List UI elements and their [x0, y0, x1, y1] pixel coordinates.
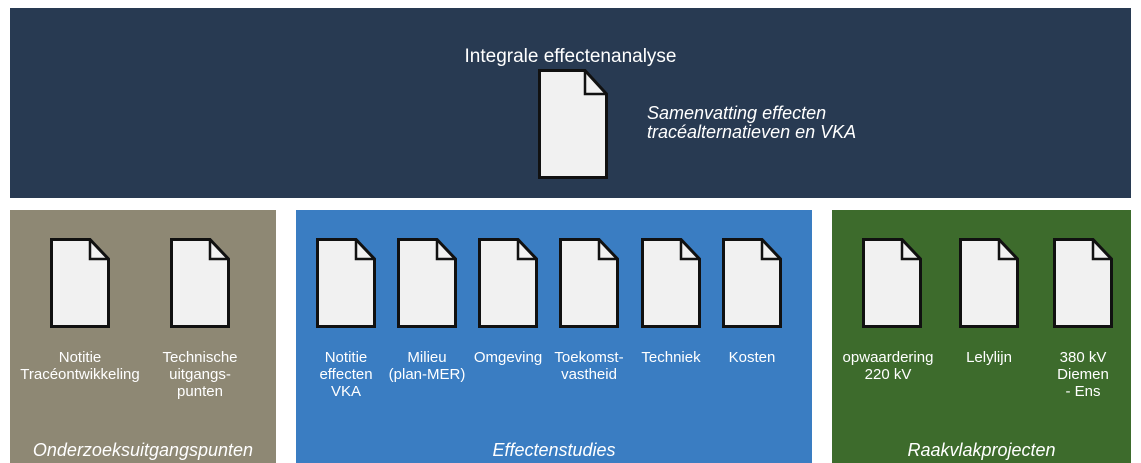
summary-caption: Samenvatting effecten tracéalternatieven… — [647, 103, 857, 142]
top-panel: Integrale effectenanalyse Samenvatting e… — [10, 8, 1131, 198]
doc-label-techniek: Techniek — [641, 349, 701, 366]
document-icon — [959, 238, 1019, 328]
doc-label-380kv-diemen-ens: 380 kV Diemen - Ens — [1057, 349, 1109, 400]
document-icon — [478, 238, 538, 328]
doc-label-technische-uitgangspunten: Technische uitgangs- punten — [162, 349, 238, 400]
panel-label-effectenstudies: Effectenstudies — [492, 440, 616, 460]
panel-label-raakvlakprojecten: Raakvlakprojecten — [907, 440, 1056, 460]
doc-label-lelylijn: Lelylijn — [966, 349, 1012, 366]
document-icon — [862, 238, 922, 328]
document-icon — [170, 238, 230, 328]
document-icon — [538, 69, 608, 179]
raakvlakprojecten-panel: opwaardering 220 kV Lelylijn 380 kV Diem… — [832, 210, 1131, 463]
onderzoeksuitgangspunten-panel: Notitie Tracéontwikkeling Technische uit… — [10, 210, 276, 463]
document-icon — [1053, 238, 1113, 328]
doc-label-milieu-plan-mer: Milieu (plan-MER) — [388, 349, 466, 383]
doc-label-opwaardering-220kv: opwaardering 220 kV — [842, 349, 934, 383]
document-icon — [316, 238, 376, 328]
doc-label-notitie-traceontwikkeling: Notitie Tracéontwikkeling — [20, 349, 140, 383]
panel-title: Integrale effectenanalyse — [464, 46, 677, 67]
doc-label-kosten: Kosten — [728, 349, 776, 366]
document-icon — [50, 238, 110, 328]
document-icon — [559, 238, 619, 328]
document-icon — [397, 238, 457, 328]
document-icon — [641, 238, 701, 328]
effectenstudies-panel: Notitie effecten VKA Milieu (plan-MER) O… — [296, 210, 812, 463]
doc-label-omgeving: Omgeving — [473, 349, 543, 366]
panel-label-onderzoeksuitgangspunten: Onderzoeksuitgangspunten — [32, 440, 254, 460]
doc-label-toekomstvastheid: Toekomst- vastheid — [554, 349, 624, 383]
doc-label-notitie-effecten-vka: Notitie effecten VKA — [319, 349, 373, 400]
document-icon — [722, 238, 782, 328]
